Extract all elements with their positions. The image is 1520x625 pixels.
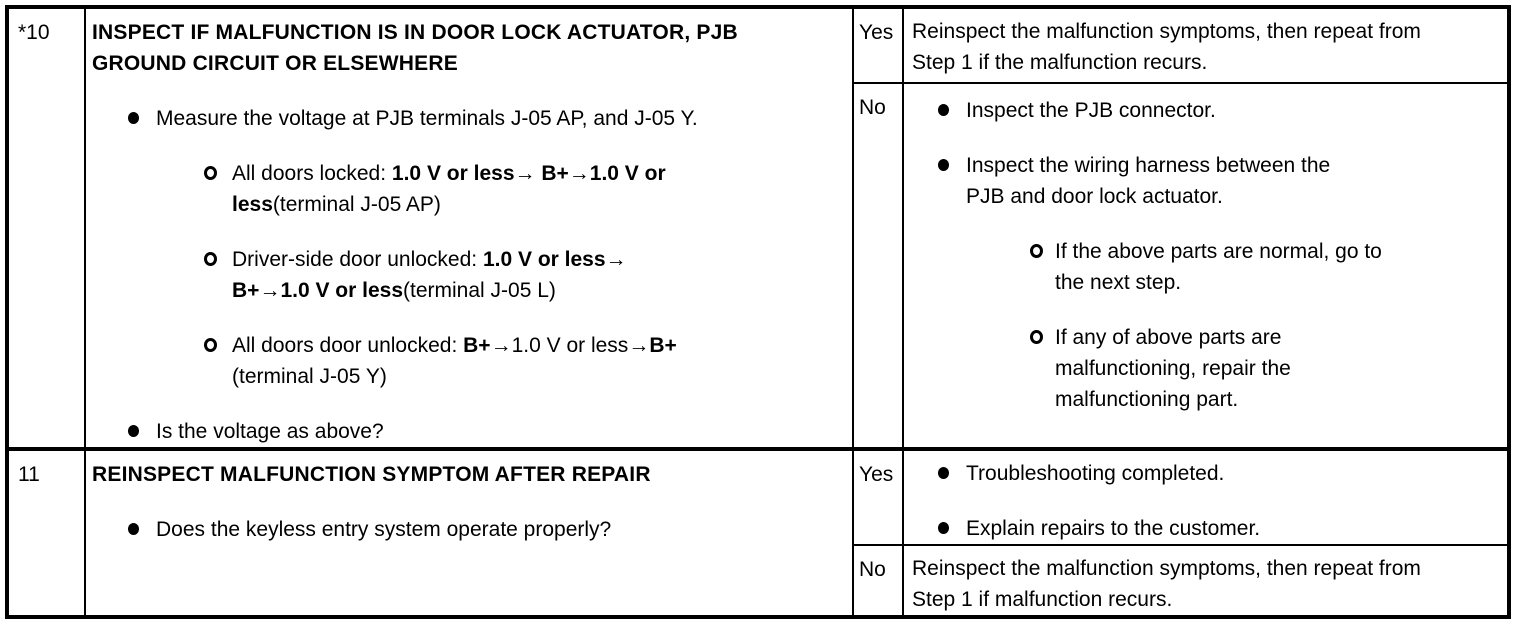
bullet-item: Explain repairs to the customer.: [912, 513, 1503, 543]
arrow-glyph: →: [259, 279, 281, 302]
no-cell-step-10: No: [852, 82, 904, 450]
circle-bullet-icon: [204, 252, 217, 266]
yes-result-cell-step-11: Troubleshooting completed. Explain repai…: [902, 447, 1510, 546]
text-segment: All doors door unlocked:: [232, 334, 464, 357]
bullet-text: Explain repairs to the customer.: [966, 517, 1261, 540]
circle-bullet-icon: [204, 166, 217, 180]
bullet-item: Does the keyless entry system operate pr…: [92, 514, 848, 545]
sub-bullet-item: If the above parts are normal, go to the…: [912, 236, 1503, 298]
yes-cell-step-11: Yes: [852, 447, 904, 546]
bullet-text: Troubleshooting completed.: [966, 462, 1225, 485]
bullet-item: Measure the voltage at PJB terminals J-0…: [92, 103, 848, 134]
condition-text: Driver-side door unlocked: 1.0 V or less…: [232, 244, 707, 306]
text-segment: (terminal J-05 Y): [232, 365, 387, 388]
bullet-icon: [938, 104, 949, 117]
bullet-text: If any of above parts are malfunctioning…: [1055, 326, 1291, 412]
bullet-text: If the above parts are normal, go to the…: [1055, 240, 1382, 295]
bold-text-segment: 1.0 V or less: [482, 248, 606, 271]
bullet-icon: [938, 159, 949, 172]
text-segment: 1.0 V or less: [511, 334, 629, 357]
condition-text: All doors door unlocked: B+→1.0 V or les…: [232, 330, 707, 392]
bullet-text: Inspect the PJB connector.: [966, 99, 1216, 123]
step-title: REINSPECT MALFUNCTION SYMPTOM AFTER REPA…: [92, 463, 651, 486]
sub-bullet-item: Driver-side door unlocked: 1.0 V or less…: [92, 244, 848, 306]
bold-text-segment: B+: [232, 279, 260, 302]
bullet-icon: [128, 425, 139, 437]
bullet-item: Is the voltage as above?: [92, 416, 848, 447]
bullet-item: Inspect the wiring harness between the P…: [912, 150, 1503, 212]
text-segment: (terminal J-05 AP): [272, 193, 441, 216]
text-segment: Driver-side door unlocked:: [232, 248, 483, 271]
yes-label: Yes: [859, 21, 894, 44]
circle-bullet-icon: [1030, 330, 1043, 345]
procedure-cell-step-10: INSPECT IF MALFUNCTION IS IN DOOR LOCK A…: [84, 6, 854, 450]
bold-text-segment: 1.0 V or less: [280, 279, 404, 302]
bold-text-segment: 1.0 V or less: [391, 162, 515, 185]
sub-bullet-item: If any of above parts are malfunctioning…: [912, 322, 1503, 415]
step-number-cell: 11: [6, 447, 86, 618]
result-text: Reinspect the malfunction symptoms, then…: [912, 557, 1421, 611]
bullet-item: Inspect the PJB connector.: [912, 95, 1503, 126]
arrow-glyph: →: [605, 248, 627, 271]
yes-result-cell-step-10: Reinspect the malfunction symptoms, then…: [902, 5, 1510, 85]
bullet-item: Troubleshooting completed.: [912, 458, 1503, 489]
circle-bullet-icon: [1030, 244, 1043, 259]
troubleshooting-table: *10 INSPECT IF MALFUNCTION IS IN DOOR LO…: [5, 5, 1511, 619]
step-number: *10: [18, 21, 50, 44]
step-10-row-yes: *10 INSPECT IF MALFUNCTION IS IN DOOR LO…: [6, 5, 1510, 450]
bullet-text: Measure the voltage at PJB terminals J-0…: [156, 107, 698, 130]
condition-text: All doors locked: 1.0 V or less→ B+→1.0 …: [232, 158, 707, 220]
bullet-icon: [128, 112, 139, 124]
no-result-cell-step-10: Inspect the PJB connector. Inspect the w…: [902, 82, 1510, 450]
arrow-glyph: →: [628, 334, 650, 357]
yes-label: Yes: [859, 463, 894, 486]
bold-text-segment: 1.0 V or less: [232, 162, 666, 216]
step-11-row-no: No Reinspect the malfunction symptoms, t…: [7, 544, 1510, 618]
no-label: No: [859, 96, 886, 120]
bullet-icon: [938, 467, 949, 479]
bullet-text: Inspect the wiring harness between the P…: [966, 154, 1331, 209]
text-segment: (terminal J-05 L): [403, 279, 556, 302]
no-result-cell-step-11: Reinspect the malfunction symptoms, then…: [902, 544, 1510, 618]
step-title: INSPECT IF MALFUNCTION IS IN DOOR LOCK A…: [92, 21, 738, 75]
arrow-glyph: →: [490, 334, 512, 357]
circle-bullet-icon: [204, 338, 217, 352]
bold-text-segment: B+: [463, 334, 491, 357]
sub-bullet-item: All doors door unlocked: B+→1.0 V or les…: [92, 330, 848, 392]
arrow-glyph: →: [514, 162, 542, 185]
bold-text-segment: B+: [541, 162, 569, 185]
text-segment: All doors locked:: [232, 162, 392, 185]
result-text: Reinspect the malfunction symptoms, then…: [912, 20, 1421, 74]
step-11-row-yes: 11 REINSPECT MALFUNCTION SYMPTOM AFTER R…: [6, 447, 1510, 618]
yes-cell-step-10: Yes: [852, 5, 904, 85]
bullet-icon: [128, 523, 139, 535]
arrow-glyph: →: [568, 162, 590, 185]
bullet-text: Is the voltage as above?: [156, 420, 384, 443]
step-10-row-no: No Inspect the PJB connector. Inspect th…: [7, 82, 1510, 450]
sub-bullet-item: All doors locked: 1.0 V or less→ B+→1.0 …: [92, 158, 848, 220]
step-number: 11: [18, 463, 40, 486]
bullet-icon: [938, 522, 949, 534]
no-label: No: [859, 558, 886, 581]
bold-text-segment: B+: [649, 334, 677, 357]
no-cell-step-11: No: [852, 544, 904, 618]
bullet-text: Does the keyless entry system operate pr…: [156, 518, 612, 541]
step-number-cell: *10: [6, 6, 86, 450]
procedure-cell-step-11: REINSPECT MALFUNCTION SYMPTOM AFTER REPA…: [84, 447, 854, 618]
